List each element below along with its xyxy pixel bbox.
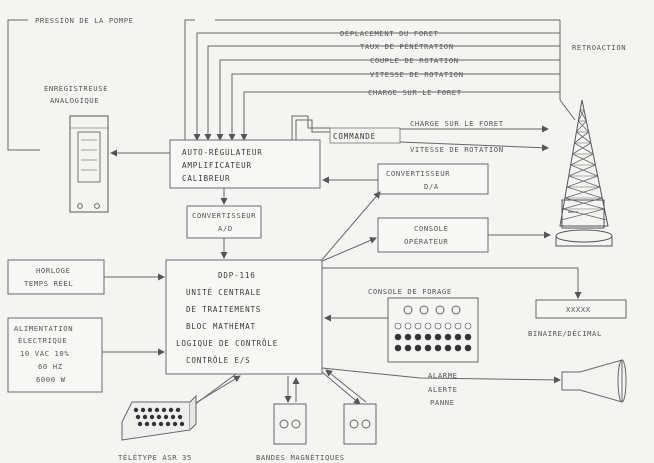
- console-button: [444, 333, 452, 341]
- console-button: [394, 333, 402, 341]
- console-button: [404, 344, 412, 352]
- console-button: [464, 344, 472, 352]
- console-button: [434, 333, 442, 341]
- cpu-block: DDP-116 UNITÉ CENTRALE DE TRAITEMENTS BL…: [165, 259, 323, 375]
- teletype-label: TÉLÉTYPE ASR 35: [118, 453, 192, 462]
- magnetic-tapes: BANDES MAGNÉTIQUES: [256, 369, 377, 462]
- label-penetration-rate: TAUX DE PÉNÉTRATION: [360, 42, 454, 51]
- binary-decimal-display: XXXXX BINAIRE/DÉCIMAL: [528, 299, 627, 338]
- operator-console-label-1: CONSOLE: [414, 224, 449, 233]
- console-button: [454, 333, 462, 341]
- clock-label-1: HORLOGE: [36, 266, 71, 275]
- cpu-label-4: BLOC MATHÉMAT: [186, 322, 256, 331]
- cpu-label-3: DE TRAITEMENTS: [186, 305, 261, 314]
- console-buttons: [394, 322, 472, 352]
- label-retroaction: RETROACTION: [572, 43, 626, 52]
- console-button: [464, 322, 472, 330]
- label-drill-displacement: DÉPLACEMENT DU FORET: [340, 29, 439, 38]
- label-rotation-speed: VITESSE DE ROTATION: [370, 70, 464, 79]
- console-button: [424, 344, 432, 352]
- power-label-4: 60 HZ: [38, 362, 63, 371]
- alarm-label-1: ALARME: [428, 371, 458, 380]
- power-label-1: ALIMENTATION: [14, 324, 73, 333]
- console-button: [454, 344, 462, 352]
- console-button: [424, 333, 432, 341]
- tapes-label: BANDES MAGNÉTIQUES: [256, 453, 345, 462]
- power-block: ALIMENTATION ÉLECTRIQUE 10 VAC 10% 60 HZ…: [7, 317, 103, 393]
- console-button: [394, 344, 402, 352]
- alarm-label-3: PANNE: [430, 398, 455, 407]
- power-label-3: 10 VAC 10%: [20, 349, 69, 358]
- dac-block: CONVERTISSEUR D/A: [377, 163, 489, 195]
- clock-block: HORLOGE TEMPS RÉEL: [7, 259, 105, 295]
- console-button: [434, 322, 442, 330]
- cpu-label-2: UNITÉ CENTRALE: [186, 288, 261, 297]
- label-pump-pressure: PRESSION DE LA POMPE: [35, 16, 134, 25]
- console-button: [464, 333, 472, 341]
- dac-label-2: D/A: [424, 182, 439, 191]
- console-button: [404, 322, 412, 330]
- console-button: [444, 344, 452, 352]
- tape-drive-1-icon: [273, 403, 307, 445]
- command-output-drill-load: CHARGE SUR LE FORET: [410, 119, 504, 128]
- alarm-label-2: ALERTE: [428, 385, 458, 394]
- adc-block: CONVERTISSEUR A/D: [186, 205, 262, 239]
- analog-recorder: ENREGISTREUSE ANALOGIQUE: [44, 84, 109, 213]
- console-button: [424, 322, 432, 330]
- console-button: [414, 322, 422, 330]
- teletype-keyboard-icon: [133, 407, 185, 427]
- amplifier-label-1: AUTO-RÉGULATEUR: [182, 148, 263, 157]
- feedback-lines: [7, 19, 576, 151]
- label-drill-load: CHARGE SUR LE FORET: [368, 88, 462, 97]
- drilling-tower-icon: [555, 99, 613, 247]
- drilling-console: CONSOLE DE FORAGE: [368, 287, 479, 363]
- console-button: [404, 333, 412, 341]
- cpu-label-1: DDP-116: [218, 271, 256, 280]
- cpu-label-5: LOGIQUE DE CONTRÔLE: [176, 339, 278, 348]
- adc-label-2: A/D: [218, 224, 233, 233]
- command-outputs: COMMANDE CHARGE SUR LE FORET VITESSE DE …: [291, 115, 549, 154]
- recorder-label-2: ANALOGIQUE: [50, 96, 99, 105]
- adc-label-1: CONVERTISSEUR: [192, 211, 256, 220]
- console-button: [394, 322, 402, 330]
- console-button: [414, 344, 422, 352]
- power-label-2: ÉLECTRIQUE: [18, 336, 67, 345]
- power-label-5: 6000 W: [36, 375, 66, 384]
- operator-console-block: CONSOLE OPÉRATEUR: [377, 217, 489, 253]
- cpu-label-6: CONTRÔLE E/S: [186, 356, 250, 365]
- label-rotation-torque: COUPLE DE ROTATION: [370, 56, 459, 65]
- clock-label-2: TEMPS RÉEL: [24, 279, 73, 288]
- console-button: [444, 322, 452, 330]
- amplifier-block: AUTO-RÉGULATEUR AMPLIFICATEUR CALIBREUR: [169, 139, 321, 189]
- alarm-horn-icon: [561, 359, 623, 403]
- tape-drive-2-icon: [343, 403, 377, 445]
- amplifier-label-3: CALIBREUR: [182, 174, 230, 183]
- amplifier-label-2: AMPLIFICATEUR: [182, 161, 252, 170]
- command-label: COMMANDE: [333, 132, 376, 141]
- binary-display-label: BINAIRE/DÉCIMAL: [528, 329, 602, 338]
- alarm-output: ALARME ALERTE PANNE: [321, 359, 627, 407]
- operator-console-label-2: OPÉRATEUR: [404, 237, 448, 246]
- dac-label-1: CONVERTISSEUR: [386, 169, 450, 178]
- binary-display-value: XXXXX: [566, 305, 591, 314]
- command-output-rotation-speed: VITESSE DE ROTATION: [410, 145, 504, 154]
- console-button: [434, 344, 442, 352]
- teletype: TÉLÉTYPE ASR 35: [118, 373, 241, 462]
- recorder-label-1: ENREGISTREUSE: [44, 84, 108, 93]
- console-button: [454, 322, 462, 330]
- drilling-console-label: CONSOLE DE FORAGE: [368, 287, 452, 296]
- console-button: [414, 333, 422, 341]
